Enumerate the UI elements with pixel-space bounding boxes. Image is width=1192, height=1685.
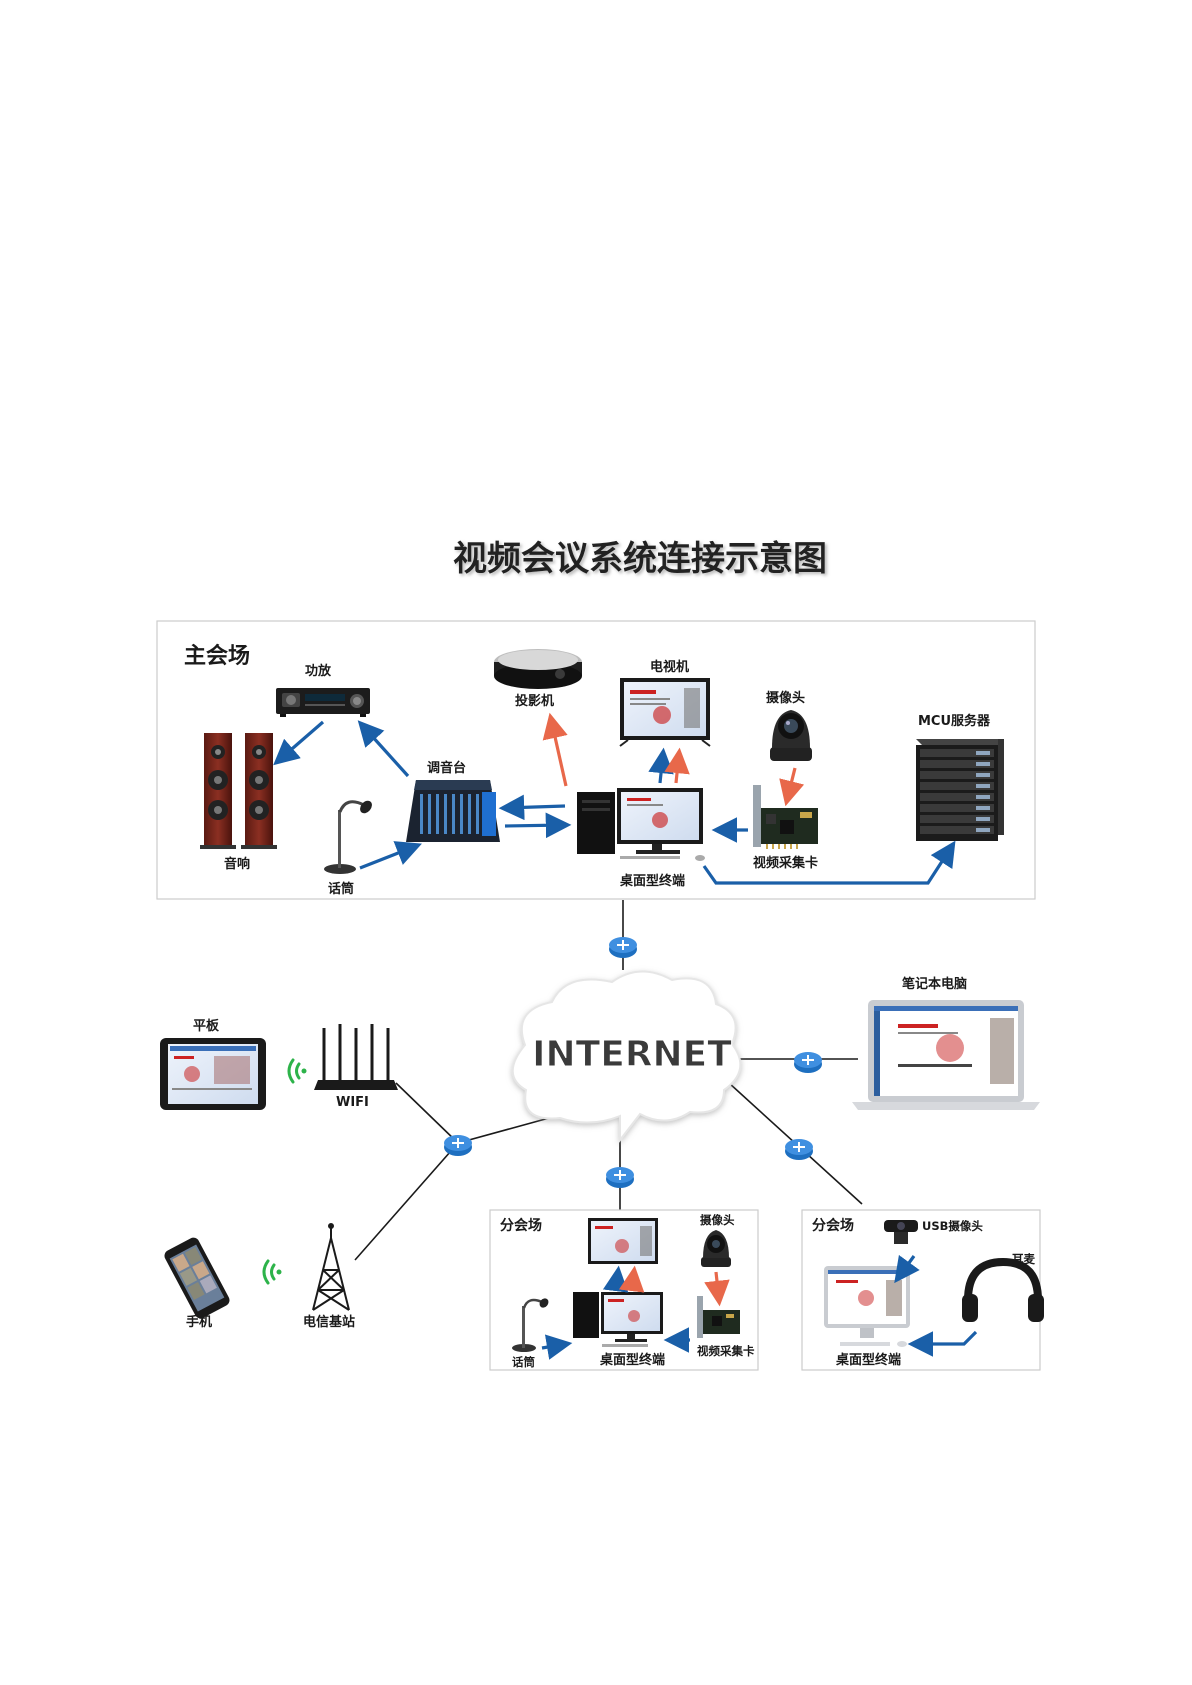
internet-label: INTERNET xyxy=(532,1034,732,1075)
desktop-label: 桌面型终端 xyxy=(620,873,685,889)
microphone-label: 话筒 xyxy=(328,881,354,897)
branch-a-camera-label: 摄像头 xyxy=(700,1213,735,1227)
branch-a-panel: 分会场 摄像头 视频采集卡 桌面型终端 xyxy=(489,1209,759,1371)
internet-cloud-icon xyxy=(511,970,742,1143)
branch-b-desktop-label: 桌面型终端 xyxy=(836,1352,901,1368)
router-node-icon xyxy=(785,1139,813,1160)
amplifier-label: 功放 xyxy=(305,663,332,679)
router-node-icon xyxy=(794,1052,822,1073)
laptop-icon xyxy=(852,1000,1040,1110)
tv-label: 电视机 xyxy=(650,659,689,675)
branch-a-capture-label: 视频采集卡 xyxy=(697,1344,755,1358)
base-station-label: 电信基站 xyxy=(303,1314,355,1330)
link-camera-to-capture xyxy=(779,767,805,807)
net-line-hub xyxy=(457,1114,561,1144)
speakers-icon xyxy=(200,733,277,849)
wifi-signal-icon xyxy=(287,1058,307,1084)
link-mixer-to-amp xyxy=(357,720,410,778)
speakers-label: 音响 xyxy=(224,856,250,872)
net-line-wifi xyxy=(395,1082,459,1144)
wifi-router-icon xyxy=(314,1024,398,1090)
phone-label: 手机 xyxy=(186,1314,212,1330)
camera-icon xyxy=(701,1230,731,1267)
mixer-label: 调音台 xyxy=(427,760,466,776)
projector-icon xyxy=(494,649,582,689)
link-mic-to-mixer xyxy=(359,841,422,870)
branch-b-usb-camera-label: USB摄像头 xyxy=(922,1219,983,1233)
branch-b-title: 分会场 xyxy=(812,1217,854,1234)
branch-b-headphones-label: 耳麦 xyxy=(1012,1252,1035,1266)
tablet-label: 平板 xyxy=(193,1018,220,1034)
capture-card-icon xyxy=(753,785,818,849)
branch-a-mic-label: 话筒 xyxy=(512,1355,535,1369)
branch-a-title: 分会场 xyxy=(500,1217,542,1234)
wifi-signal-icon xyxy=(262,1259,282,1285)
tv-icon xyxy=(588,1218,658,1264)
capture-card-icon xyxy=(697,1296,740,1338)
mixer-icon xyxy=(406,780,500,842)
microphone-icon xyxy=(324,800,372,874)
camera-icon xyxy=(770,710,812,761)
microphone-icon xyxy=(512,1298,549,1352)
link-mixer-to-desktop xyxy=(504,812,572,839)
desktop-icon xyxy=(573,1292,663,1347)
mcu-server-icon xyxy=(916,739,1004,841)
router-node-icon xyxy=(606,1167,634,1188)
mcu-server-label: MCU服务器 xyxy=(918,713,991,729)
headphones-icon xyxy=(962,1257,1044,1322)
net-line-base xyxy=(354,1142,459,1261)
link-mic-to-desktop xyxy=(541,1334,573,1360)
link-desktop-to-tv-a xyxy=(648,747,674,784)
main-venue-title: 主会场 xyxy=(184,643,250,669)
amplifier-icon xyxy=(276,688,370,717)
link-desktop-to-tv-b xyxy=(618,1265,645,1293)
link-desktop-to-tv-b xyxy=(664,747,690,784)
link-usb-camera-to-desktop xyxy=(894,1254,920,1284)
desktop-icon xyxy=(577,788,705,861)
wifi-label: WIFI xyxy=(336,1095,369,1110)
router-node-icon xyxy=(609,937,637,958)
usb-camera-icon xyxy=(884,1220,918,1244)
desktop-icon xyxy=(824,1266,910,1347)
link-amp-to-speaker xyxy=(273,720,325,766)
camera-label: 摄像头 xyxy=(766,690,805,706)
capture-card-label: 视频采集卡 xyxy=(753,855,818,871)
projector-label: 投影机 xyxy=(515,693,554,709)
phone-icon xyxy=(164,1237,230,1319)
laptop-label: 笔记本电脑 xyxy=(902,976,967,992)
link-desktop-to-mixer xyxy=(498,794,566,821)
link-desktop-to-mcu xyxy=(702,840,956,885)
link-desktop-to-tv-a xyxy=(602,1265,629,1293)
main-venue-panel: 主会场 功放 音响 xyxy=(156,620,1036,900)
router-node-icon xyxy=(444,1135,472,1156)
branch-b-panel: 分会场 USB摄像头 耳麦 桌面型终端 xyxy=(801,1209,1044,1371)
diagram-title: 视频会议系统连接示意图 xyxy=(453,539,827,579)
link-desktop-to-projector xyxy=(542,712,568,787)
base-station-icon xyxy=(312,1223,350,1311)
tablet-icon xyxy=(160,1038,266,1110)
link-headphones-to-desktop xyxy=(907,1330,978,1357)
link-camera-to-capture xyxy=(704,1271,730,1307)
branch-a-desktop-label: 桌面型终端 xyxy=(600,1352,665,1368)
tv-icon xyxy=(619,678,711,747)
